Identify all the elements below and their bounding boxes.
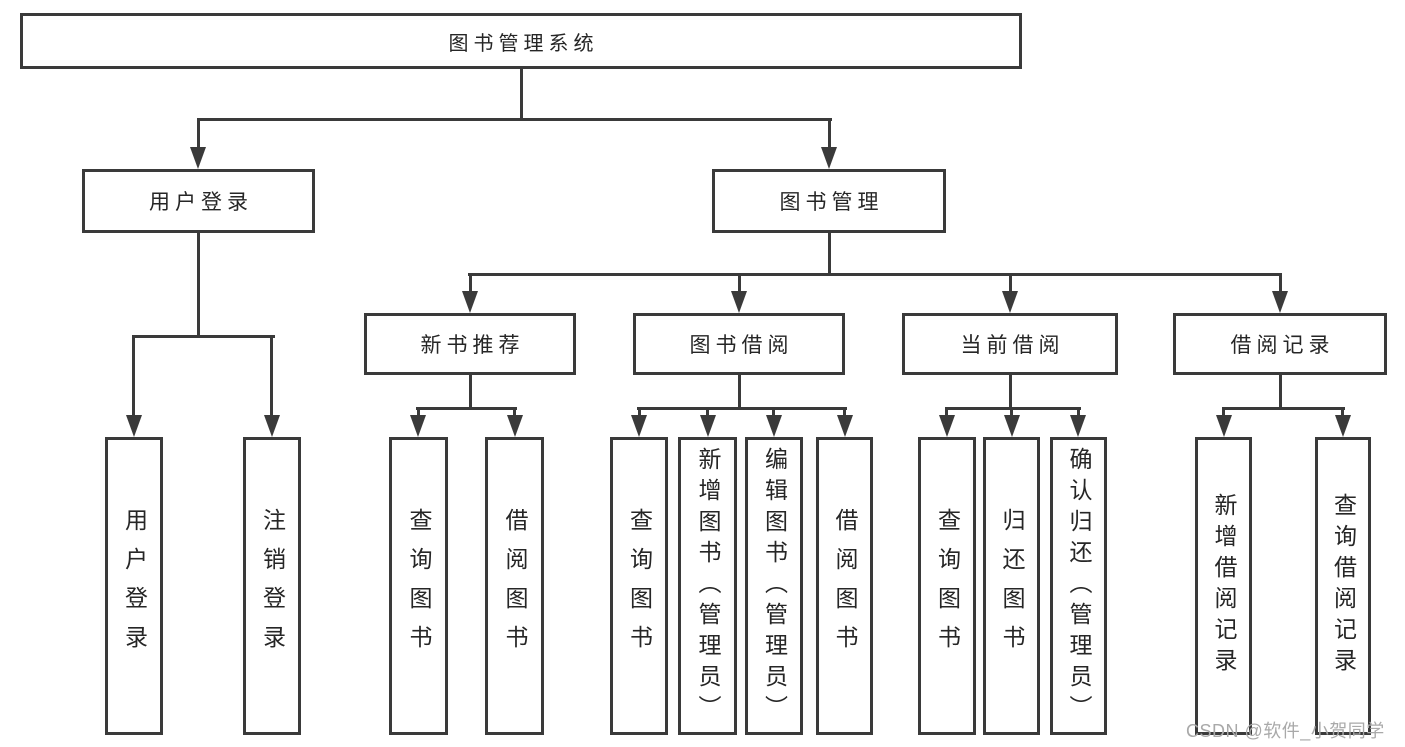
node-root: 图书管理系统: [20, 13, 1022, 69]
leaf-edit-books-admin-label: 编辑图书（管理员）: [761, 446, 788, 726]
connector-line: [197, 118, 200, 150]
leaf-borrow-books-label: 借阅图书: [832, 508, 858, 664]
connector-line: [469, 375, 472, 409]
connector-line: [270, 335, 273, 417]
leaf-edit-books-admin: 编辑图书（管理员）: [745, 437, 803, 735]
connector-line: [520, 69, 523, 121]
connector-line: [1009, 273, 1012, 293]
node-book-borrowing: 图书借阅: [633, 313, 845, 375]
connector-line: [417, 407, 420, 419]
node-new-book-recommend-label: 新书推荐: [420, 334, 525, 357]
connector-line: [1077, 407, 1080, 419]
leaf-query-borrow-record: 查询借阅记录: [1315, 437, 1371, 735]
arrow-down-icon: [1002, 291, 1018, 313]
arrow-down-icon: [1335, 415, 1351, 437]
node-book-borrowing-label: 图书借阅: [689, 334, 794, 357]
leaf-logout-label: 注销登录: [259, 508, 286, 664]
connector-line: [1010, 407, 1013, 419]
connector-line: [197, 118, 832, 121]
connector-line: [132, 335, 135, 417]
connector-line: [1279, 375, 1282, 409]
connector-line: [469, 273, 472, 293]
leaf-query-books-recommend-label: 查询图书: [406, 508, 432, 664]
node-book-management: 图书管理: [712, 169, 946, 233]
leaf-borrow-books-recommend: 借阅图书: [485, 437, 544, 735]
arrow-down-icon: [1272, 291, 1288, 313]
arrow-down-icon: [126, 415, 142, 437]
connector-line: [468, 273, 1282, 276]
leaf-query-borrow-record-label: 查询借阅记录: [1330, 493, 1357, 679]
node-user-login: 用户登录: [82, 169, 315, 233]
connector-line: [1279, 273, 1282, 293]
node-user-login-label: 用户登录: [149, 191, 253, 214]
connector-line: [843, 407, 846, 419]
leaf-return-books-label: 归还图书: [999, 508, 1025, 664]
connector-line: [738, 375, 741, 409]
connector-line: [638, 407, 641, 419]
leaf-return-books: 归还图书: [983, 437, 1040, 735]
arrow-down-icon: [1070, 415, 1086, 437]
arrow-down-icon: [939, 415, 955, 437]
connector-line: [513, 407, 516, 419]
arrow-down-icon: [731, 291, 747, 313]
connector-line: [1341, 407, 1344, 419]
leaf-confirm-return-admin: 确认归还（管理员）: [1050, 437, 1107, 735]
arrow-down-icon: [821, 147, 837, 169]
arrow-down-icon: [507, 415, 523, 437]
connector-line: [706, 407, 709, 419]
connector-line: [738, 273, 741, 293]
arrow-down-icon: [410, 415, 426, 437]
connector-line: [828, 233, 831, 276]
leaf-add-borrow-record: 新增借阅记录: [1195, 437, 1252, 735]
arrow-down-icon: [766, 415, 782, 437]
arrow-down-icon: [190, 147, 206, 169]
leaf-add-books-admin-label: 新增图书（管理员）: [695, 446, 721, 726]
node-current-borrowing-label: 当前借阅: [960, 334, 1065, 357]
leaf-user-login: 用户登录: [105, 437, 163, 735]
connector-line: [1222, 407, 1345, 410]
arrow-down-icon: [631, 415, 647, 437]
leaf-logout: 注销登录: [243, 437, 301, 735]
connector-line: [416, 407, 517, 410]
leaf-confirm-return-admin-label: 确认归还（管理员）: [1066, 446, 1092, 726]
leaf-query-books-current: 查询图书: [918, 437, 976, 735]
connector-line: [1222, 407, 1225, 419]
leaf-query-books-borrowing: 查询图书: [610, 437, 668, 735]
leaf-user-login-label: 用户登录: [121, 508, 148, 664]
leaf-borrow-books-recommend-label: 借阅图书: [502, 508, 528, 664]
connector-line: [828, 118, 831, 150]
node-borrow-records-label: 借阅记录: [1230, 334, 1335, 357]
leaf-add-books-admin: 新增图书（管理员）: [678, 437, 737, 735]
connector-line: [945, 407, 948, 419]
arrow-down-icon: [264, 415, 280, 437]
arrow-down-icon: [462, 291, 478, 313]
node-new-book-recommend: 新书推荐: [364, 313, 576, 375]
arrow-down-icon: [837, 415, 853, 437]
node-borrow-records: 借阅记录: [1173, 313, 1387, 375]
connector-line: [132, 335, 275, 338]
leaf-borrow-books: 借阅图书: [816, 437, 873, 735]
connector-line: [945, 407, 1081, 410]
leaf-add-borrow-record-label: 新增借阅记录: [1211, 493, 1237, 679]
arrow-down-icon: [700, 415, 716, 437]
csdn-watermark: CSDN @软件_小贺同学: [1186, 721, 1385, 741]
connector-line: [772, 407, 775, 419]
node-book-management-label: 图书管理: [779, 191, 884, 214]
node-current-borrowing: 当前借阅: [902, 313, 1118, 375]
connector-line: [1009, 375, 1012, 409]
leaf-query-books-recommend: 查询图书: [389, 437, 448, 735]
leaf-query-books-borrowing-label: 查询图书: [626, 508, 653, 664]
leaf-query-books-current-label: 查询图书: [934, 508, 961, 664]
arrow-down-icon: [1216, 415, 1232, 437]
connector-line: [197, 233, 200, 337]
arrow-down-icon: [1004, 415, 1020, 437]
connector-line: [637, 407, 847, 410]
node-root-label: 图书管理系统: [448, 32, 599, 55]
